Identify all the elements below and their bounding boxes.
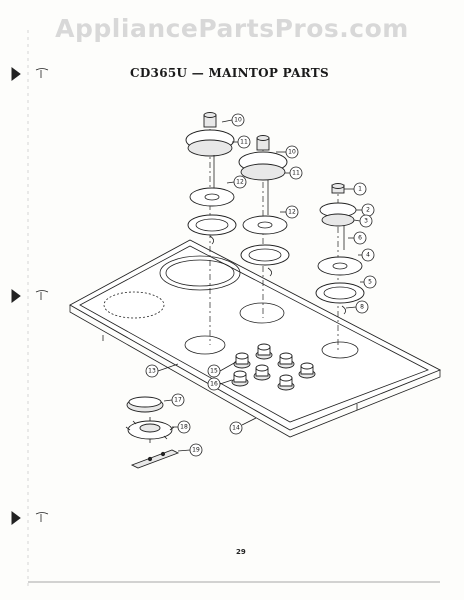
callout-11b: 11: [289, 166, 303, 180]
callout-6-label: 6: [358, 235, 362, 242]
callout-16: 16: [207, 377, 221, 391]
callout-19: 19: [189, 443, 203, 457]
callout-11a: 11: [237, 135, 251, 149]
burner-opening-rear: [239, 302, 285, 324]
callout-19-label: 19: [192, 447, 200, 454]
hole-punch-mark-middle: [11, 289, 49, 303]
burner-stack-middle: [238, 135, 290, 318]
callout-15-label: 15: [210, 368, 218, 375]
callout-12b: 12: [285, 205, 299, 219]
page-title: CD365U — MAINTOP PARTS: [130, 66, 330, 80]
page-number: 29: [236, 548, 246, 556]
callout-13: 13: [145, 364, 159, 378]
callout-10a-label: 10: [234, 117, 242, 124]
burner-cap-part: [126, 396, 164, 413]
callout-12a: 12: [233, 175, 247, 189]
callout-12b-label: 12: [288, 209, 296, 216]
burner-base-part: [125, 417, 175, 443]
callout-18: 18: [177, 420, 191, 434]
maintop-cooktop: [69, 239, 442, 438]
control-knobs: [231, 343, 316, 391]
callout-14: 14: [229, 421, 243, 435]
callout-13-label: 13: [148, 368, 156, 375]
callout-15: 15: [207, 364, 221, 378]
callout-10a: 10: [231, 113, 245, 127]
callout-14-label: 14: [232, 425, 240, 432]
hole-punch-mark-top: [11, 67, 49, 81]
callout-1-label: 1: [358, 186, 362, 193]
callout-18-label: 18: [180, 424, 188, 431]
callout-11b-label: 11: [292, 170, 300, 177]
hole-punch-mark-bottom: [11, 511, 49, 525]
radiant-element-large: [159, 255, 241, 291]
callout-8: 8: [355, 300, 369, 314]
callout-8-label: 8: [360, 304, 364, 311]
callout-17: 17: [171, 393, 185, 407]
callout-10b-label: 10: [288, 149, 296, 156]
burner-stack-right: [315, 183, 365, 350]
leader-lines: [102, 119, 364, 452]
burner-opening-left: [184, 335, 226, 355]
callout-4: 4: [361, 248, 375, 262]
callout-17-label: 17: [174, 397, 182, 404]
callout-6: 6: [353, 231, 367, 245]
callout-12a-label: 12: [236, 179, 244, 186]
callout-5-label: 5: [368, 279, 372, 286]
watermark: AppliancePartsPros.com: [55, 14, 409, 43]
callout-16-label: 16: [210, 381, 218, 388]
callout-11a-label: 11: [240, 139, 248, 146]
burner-opening-right: [321, 341, 359, 359]
burner-stack-left: [185, 112, 237, 345]
bracket-part: [130, 449, 180, 469]
callout-10b: 10: [285, 145, 299, 159]
callout-2: 2: [361, 203, 375, 217]
callout-3: 3: [359, 214, 373, 228]
callout-4-label: 4: [366, 252, 370, 259]
callout-3-label: 3: [364, 218, 368, 225]
callout-2-label: 2: [366, 207, 370, 214]
callout-1: 1: [353, 182, 367, 196]
radiant-element-small: [103, 291, 165, 319]
callout-5: 5: [363, 275, 377, 289]
